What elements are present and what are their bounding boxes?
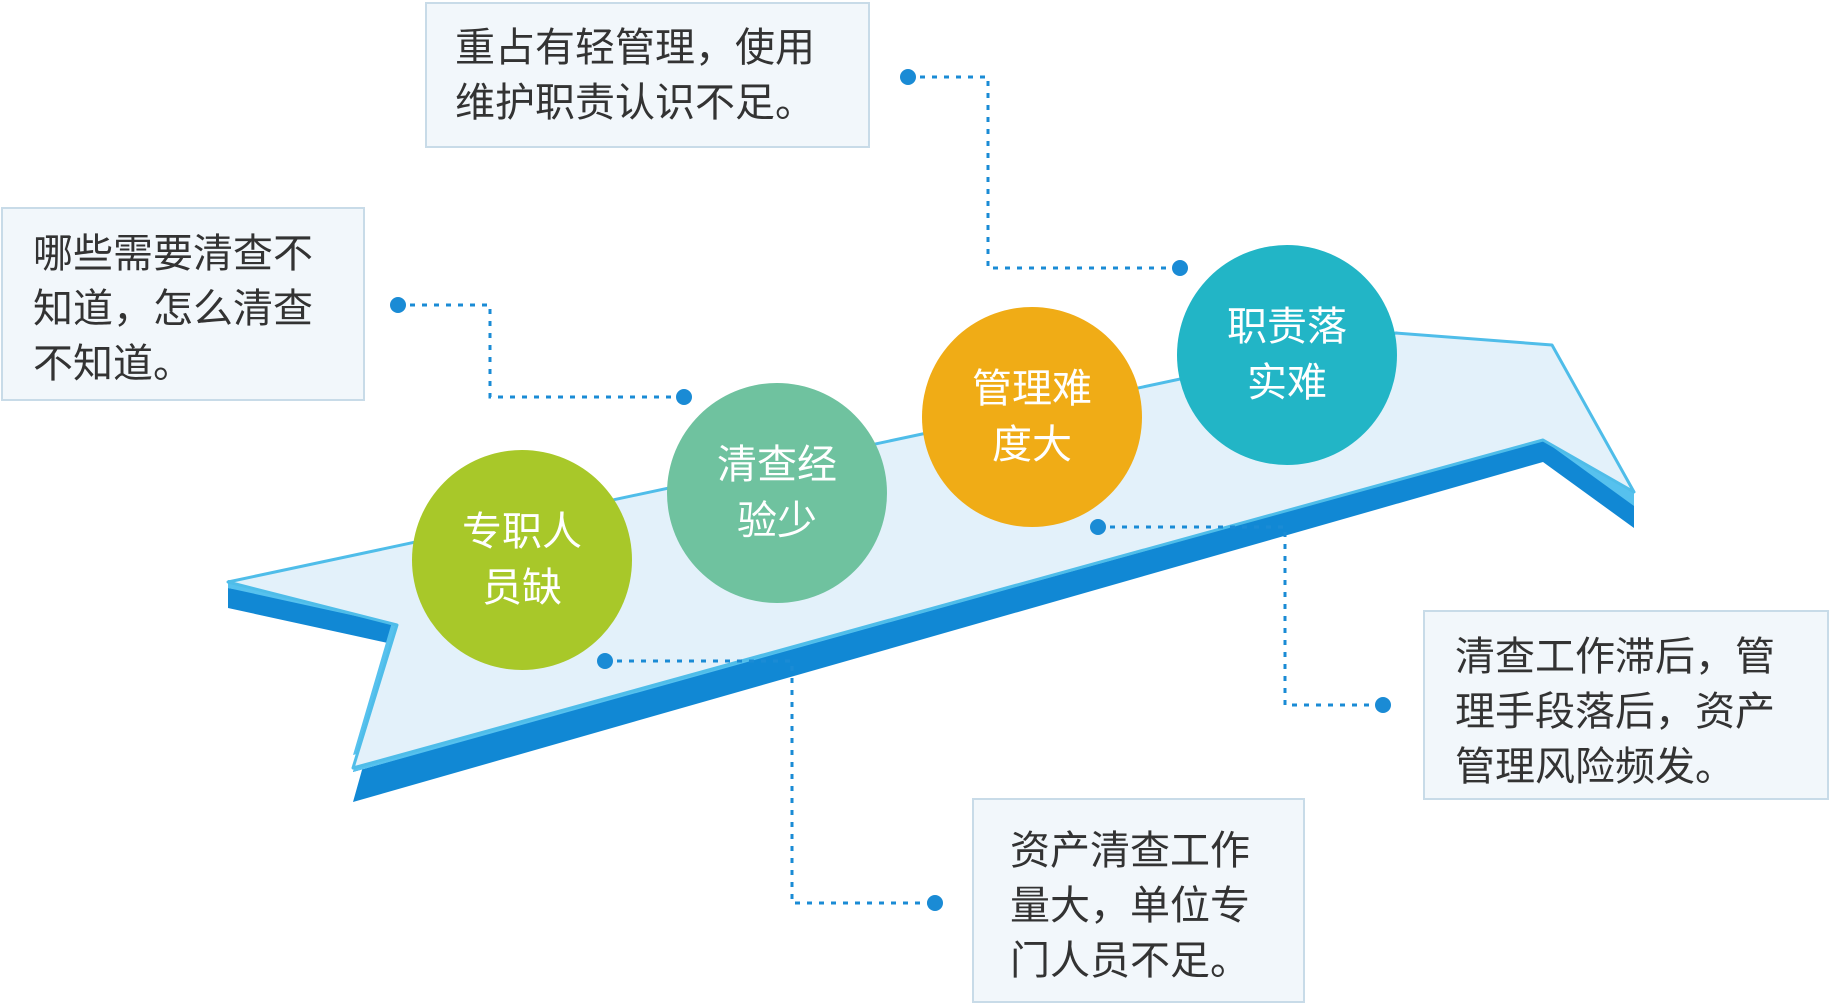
circle-staff-shortage: 专职人 员缺: [412, 450, 632, 670]
connector-dots: [390, 69, 1391, 911]
note-line: 量大，单位专: [1010, 883, 1250, 929]
note-line: 维护职责认识不足。: [455, 80, 815, 126]
note-line: 门人员不足。: [1010, 938, 1250, 984]
connector-dot: [1375, 697, 1391, 713]
circle-label-line: 职责落: [1227, 304, 1347, 350]
note-bottom: 资产清查工作 量大，单位专 门人员不足。: [972, 798, 1305, 1003]
connector-top-note: [908, 75, 1180, 270]
circle-little-experience: 清查经 验少: [667, 383, 887, 603]
circle-management-difficulty: 管理难 度大: [922, 307, 1142, 527]
note-line: 知道，怎么清查: [33, 286, 313, 332]
connector-dot: [676, 389, 692, 405]
connector-dot: [1172, 260, 1188, 276]
circle-label-line: 度大: [992, 422, 1072, 468]
connector-dot: [1090, 519, 1106, 535]
arrow-band-dark: [228, 433, 1634, 802]
circle-label-line: 验少: [737, 498, 817, 544]
note-line: 重占有轻管理，使用: [455, 25, 815, 71]
note-line: 理手段落后，资产: [1455, 689, 1775, 735]
note-line: 哪些需要清查不: [33, 231, 313, 277]
circle-responsibility: 职责落 实难: [1177, 245, 1397, 465]
circle-label-line: 实难: [1247, 360, 1327, 406]
circle-label-line: 员缺: [482, 565, 562, 611]
circle-label-line: 管理难: [972, 366, 1092, 412]
note-left: 哪些需要清查不 知道，怎么清查 不知道。: [1, 207, 365, 401]
note-top: 重占有轻管理，使用 维护职责认识不足。: [425, 2, 870, 148]
connector-right-note: [1098, 525, 1383, 707]
connector-dot: [900, 69, 916, 85]
note-line: 清查工作滞后，管: [1455, 634, 1775, 680]
connector-dot: [597, 653, 613, 669]
note-line: 不知道。: [33, 341, 193, 387]
connector-dot: [390, 297, 406, 313]
circle-label-line: 清查经: [717, 442, 837, 488]
note-right: 清查工作滞后，管 理手段落后，资产 管理风险频发。: [1423, 610, 1829, 800]
connector-lines: [398, 75, 1383, 905]
connector-dot: [927, 895, 943, 911]
connector-left-note: [398, 303, 684, 399]
note-line: 资产清查工作: [1010, 828, 1250, 874]
circle-label-line: 专职人: [462, 509, 582, 555]
note-line: 管理风险频发。: [1455, 744, 1735, 790]
